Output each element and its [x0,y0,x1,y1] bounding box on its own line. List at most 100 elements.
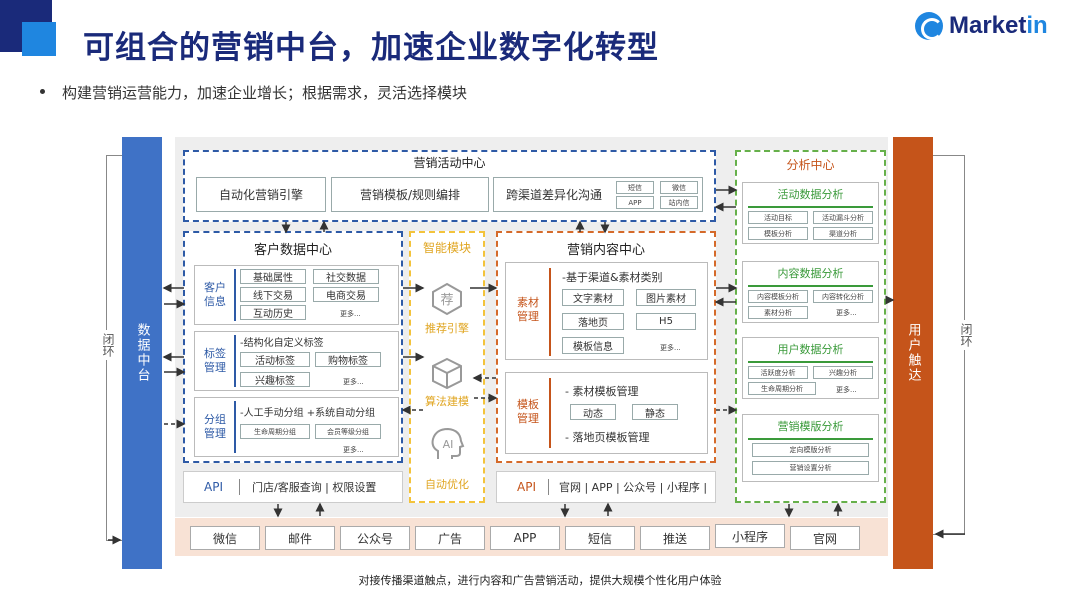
channel-chip: 邮件 [265,526,335,550]
api-left-text: 门店/客服查询 | 权限设置 [251,481,377,494]
subtitle-bullet: 构建营销运营能力，加速企业增长；根据需求，灵活选择模块 [62,84,468,102]
analysis-item: 生命周期分析 [748,382,816,395]
recommend-glyph: 荐 [440,293,453,308]
material-landing: 落地页 [562,313,624,330]
template-rules: 营销模板/规则编排 [331,177,489,212]
analysis-item: 营销设置分析 [752,461,869,475]
page-title: 可组合的营销中台，加速企业数字化转型 [83,30,659,66]
cube-icon [432,357,462,390]
logo-suffix: in [1026,12,1048,39]
user-reach-bar: 用户触达 [893,137,933,569]
divider [234,269,236,321]
api-left-divider [238,479,240,495]
analysis-center-title: 分析中心 [786,158,835,172]
channel-chip: APP [490,526,560,550]
analysis-item: 活跃度分析 [748,366,808,379]
diagram-caption: 对接传播渠道触点，进行内容和广告营销活动，提供大规模个性化用户体验 [358,574,722,587]
divider [748,285,873,287]
group-management-label: 分组管理 [204,413,226,440]
template-dynamic: 动态 [570,404,616,420]
channel-chip: 短信 [565,526,635,550]
tag-management-label: 标签管理 [204,347,226,374]
channel-chip: 官网 [790,526,860,550]
template-footer: - 落地页模板管理 [565,431,650,444]
smart-module-title: 智能模块 [422,241,471,255]
channel-app: APP [616,196,654,209]
api-right-text: 官网 | APP | 公众号 | 小程序 | [558,481,708,494]
analysis-item: 活动漏斗分析 [813,211,873,224]
customer-info-label: 客户信息 [204,281,226,308]
material-image: 图片素材 [636,289,696,306]
channel-chip: 推送 [640,526,710,550]
material-more: 更多... [660,344,681,352]
api-right-label: API [517,480,536,494]
analysis-item: 定向模版分析 [752,443,869,457]
logo-text: Marketin [949,12,1048,40]
algorithm-modeling-label: 算法建模 [425,395,469,408]
attr-basic: 基础属性 [240,269,306,284]
analysis-item: 内容模板分析 [748,290,808,303]
group-lifecycle: 生命周期分组 [240,424,310,439]
automation-engine: 自动化营销引擎 [196,177,326,212]
content-center-title: 营销内容中心 [566,243,645,258]
recommend-engine-label: 推荐引擎 [425,322,469,335]
analysis-item: 素材分析 [748,306,808,319]
material-template: 模板信息 [562,337,624,354]
analysis-activity-title: 活动数据分析 [777,188,844,201]
analysis-item: 模板分析 [748,227,808,240]
tag-activity: 活动标签 [240,352,310,367]
analysis-template-title: 营销模版分析 [777,420,844,433]
auto-optimize-label: 自动优化 [425,478,469,491]
tag-header: -结构化自定义标签 [240,338,324,349]
channel-sms: 短信 [616,181,654,194]
divider [748,438,873,440]
group-header: -人工手动分组 +系统自动分组 [240,408,376,419]
divider [234,401,236,453]
customer-center-title: 客户数据中心 [253,243,332,258]
divider [748,361,873,363]
closed-loop-label-left: 闭环 [100,330,117,360]
divider [549,378,551,448]
api-right-divider [547,479,549,495]
attr-offline: 线下交易 [240,287,306,302]
material-h5: H5 [636,313,696,330]
attr-social: 社交数据 [313,269,379,284]
ai-head-icon: AI [431,427,465,459]
logo-icon [915,12,943,40]
info-more: 更多... [340,310,361,318]
bullet-dot [40,89,45,94]
channel-chip: 广告 [415,526,485,550]
channel-chip: 微信 [190,526,260,550]
template-label: 模板管理 [517,398,539,425]
group-more: 更多... [343,446,364,454]
analysis-more: 更多... [836,309,857,317]
activity-center-title: 营销活动中心 [413,156,486,170]
ai-glyph: AI [443,438,454,451]
divider [549,268,551,356]
analysis-item: 内容转化分析 [813,290,873,303]
material-text: 文字素材 [562,289,624,306]
channel-chip: 小程序 [715,524,785,548]
group-membership: 会员等级分组 [315,424,381,439]
channel-wechat: 微信 [660,181,698,194]
corner-decoration-blue [22,22,56,56]
smart-module: 智能模块 [409,231,485,503]
template-header: - 素材模板管理 [565,385,639,398]
analysis-more: 更多... [836,386,857,394]
logo-prefix: Market [949,12,1027,39]
material-label: 素材管理 [517,296,539,323]
material-group [505,262,708,360]
material-header: -基于渠道&素材类别 [562,271,663,284]
tag-more: 更多... [343,378,364,386]
analysis-item: 活动目标 [748,211,808,224]
analysis-item: 兴趣分析 [813,366,873,379]
attr-interaction: 互动历史 [240,305,306,320]
analysis-item: 渠道分析 [813,227,873,240]
api-right: API 官网 | APP | 公众号 | 小程序 | [496,471,716,503]
cross-channel-label: 跨渠道差异化沟通 [506,188,603,202]
data-platform-bar: 数据中台 [122,137,162,569]
divider [234,335,236,387]
analysis-content-title: 内容数据分析 [777,267,844,280]
attr-ecommerce: 电商交易 [313,287,379,302]
